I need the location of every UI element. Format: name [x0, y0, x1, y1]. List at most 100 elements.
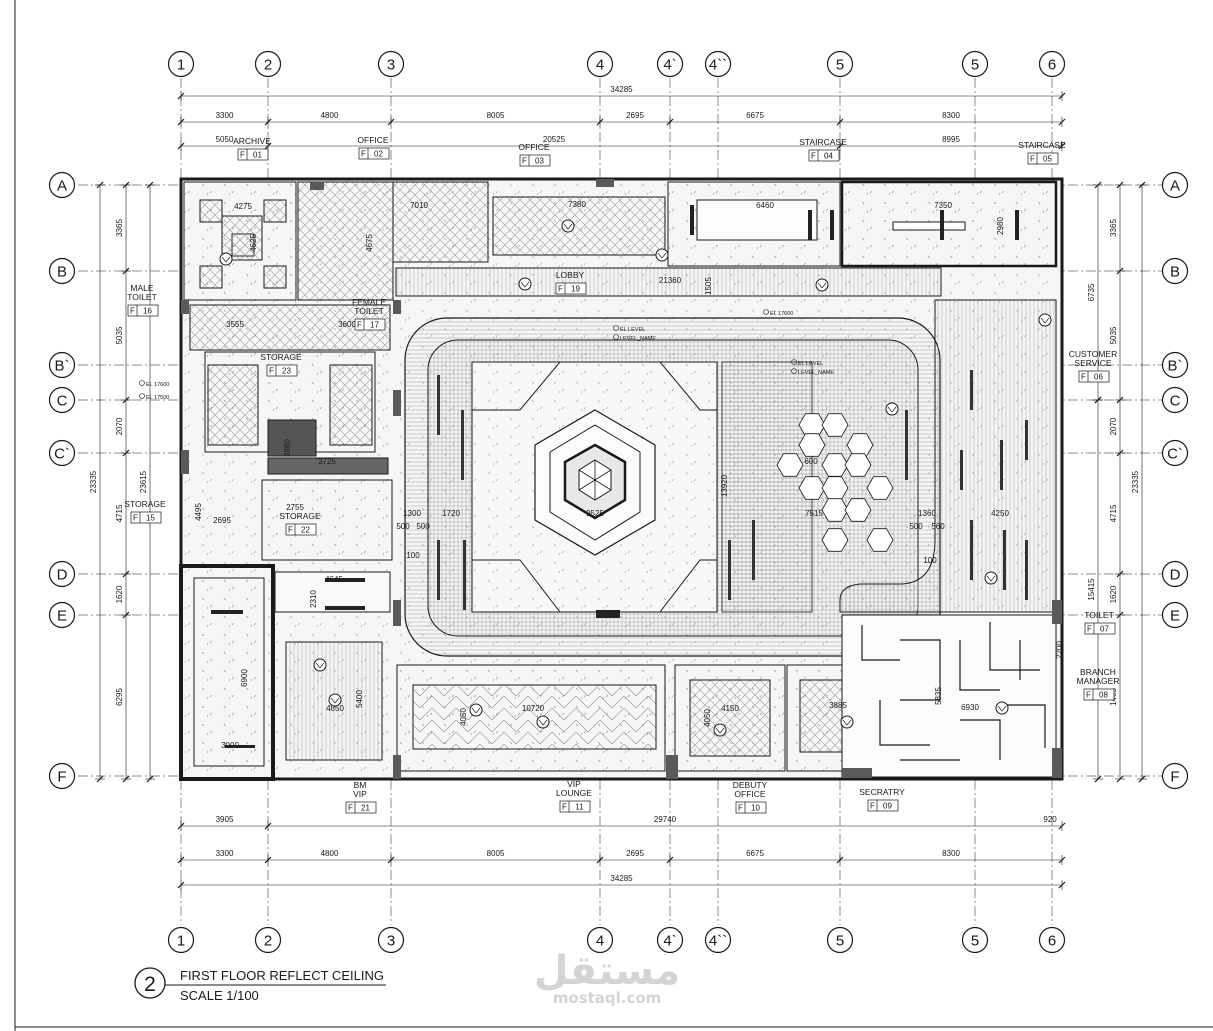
- downlight-icon: [885, 402, 899, 416]
- hexagon-frame-lines: [472, 361, 717, 613]
- room-name: BM: [354, 780, 367, 790]
- room-name: STORAGE: [279, 511, 321, 521]
- column-block: [393, 755, 401, 779]
- partition-wall: [1000, 704, 1046, 748]
- watermark: مستقل mostaql.com: [534, 948, 680, 1007]
- partition-wall: [879, 700, 930, 746]
- dim-bottom-text: 3300: [216, 849, 234, 858]
- room-code: 01: [253, 151, 262, 160]
- dim-interior: 500: [416, 522, 430, 531]
- dim-interior: 13920: [720, 474, 729, 497]
- dim-interior: 2755: [286, 503, 304, 512]
- room-code: 02: [374, 150, 383, 159]
- dim-top-sub-text: 8995: [942, 135, 960, 144]
- room-code: 03: [535, 157, 544, 166]
- grid-label-row: F: [1170, 769, 1179, 786]
- dim-interior: 4850: [326, 704, 344, 713]
- room-prefix: F: [1086, 691, 1091, 700]
- downlight-icon: [313, 658, 327, 672]
- dim-top-text: 2695: [626, 111, 644, 120]
- grid-bubble-row: [48, 257, 76, 285]
- downlight-mark: [471, 707, 481, 714]
- dim-left-total-text: 23335: [89, 470, 98, 493]
- dim-right-text: 1620: [1109, 585, 1118, 603]
- honeycomb-cell: [821, 528, 849, 552]
- dim-interior: 7380: [568, 200, 586, 209]
- grid-bubble-row: [1161, 601, 1189, 629]
- dim-interior: 1360: [918, 509, 936, 518]
- grid-label-col: 4: [596, 57, 604, 74]
- room-prefix: F: [870, 802, 875, 811]
- dim-bottom-text: 6675: [746, 849, 764, 858]
- scale-text: SCALE 1/100: [180, 988, 259, 1003]
- grid-bubble-row: [1161, 171, 1189, 199]
- grid-label-row: B`: [55, 358, 70, 375]
- room-name: TOILET: [354, 306, 384, 316]
- level-text: EL LEVEL: [798, 361, 823, 367]
- room-name: STORAGE: [124, 499, 166, 509]
- room-prefix: F: [811, 152, 816, 161]
- title-block: 2 FIRST FLOOR REFLECT CEILING SCALE 1/10…: [134, 967, 386, 1003]
- dim-interior: 21360: [659, 276, 682, 285]
- honeycomb-cell: [866, 476, 894, 500]
- downlight-mark: [563, 223, 573, 230]
- title-number-circle: [134, 967, 166, 999]
- dim-overall-bottom-text: 34285: [610, 874, 633, 883]
- grid-bubble-row: [48, 439, 76, 467]
- office-02-ceiling-b: [392, 181, 489, 263]
- dim-right-text: 5035: [1109, 326, 1118, 344]
- room-prefix: F: [738, 804, 743, 813]
- room-code: 08: [1099, 691, 1108, 700]
- grid-label-col: 4: [596, 933, 604, 950]
- dim-bottom-sub-end: 920: [1043, 815, 1057, 824]
- storage-23-cell-b: [329, 364, 373, 446]
- stair-left: [179, 564, 275, 781]
- dim-left-inner-text: 23615: [139, 470, 148, 493]
- grid-bubble-col: [167, 926, 195, 954]
- watermark-latin: mostaql.com: [553, 989, 662, 1007]
- honeycomb-cluster: [776, 413, 894, 552]
- room-code-box: [130, 511, 162, 524]
- partition-wall: [900, 639, 941, 701]
- dim-interior: 6460: [756, 201, 774, 210]
- level-text: EL 17500: [146, 395, 169, 401]
- dim-interior: 5835: [934, 687, 943, 705]
- linear-light: [1025, 420, 1028, 460]
- grid-bubble-col: [826, 50, 854, 78]
- room-code-box: [519, 154, 551, 167]
- deputy-office-ceiling: [689, 679, 771, 757]
- level-marker: [791, 359, 797, 365]
- linear-light: [437, 375, 440, 435]
- grid-label-col: 5: [836, 933, 844, 950]
- grid-bubble-col: [586, 50, 614, 78]
- linear-light: [325, 578, 365, 582]
- dim-interior: 100: [406, 551, 420, 560]
- dim-interior: 7350: [934, 201, 952, 210]
- dim-right-total-text: 23335: [1131, 470, 1140, 493]
- dim-interior: 9525: [586, 509, 604, 518]
- dim-left-text: 5035: [115, 326, 124, 344]
- downlight-icon: [469, 703, 483, 717]
- grid-label-row: B: [1170, 264, 1180, 281]
- room-prefix: F: [130, 307, 135, 316]
- dim-left-text: 1620: [115, 585, 124, 603]
- linear-light: [225, 745, 255, 748]
- dim-top-text: 8005: [487, 111, 505, 120]
- storage-dark-block: [267, 419, 317, 457]
- dim-right-text: 4715: [1109, 504, 1118, 522]
- grid-bubble-col: [704, 926, 732, 954]
- grid-label-col: 4`: [663, 933, 676, 950]
- grid-bubble-col: [704, 50, 732, 78]
- dimension-chains: [95, 91, 1147, 890]
- room-code-box: [559, 800, 591, 813]
- downlight-mark: [657, 252, 667, 259]
- dim-interior: 3555: [226, 320, 244, 329]
- honeycomb-cell: [798, 476, 826, 500]
- partition-wall: [861, 625, 900, 661]
- honeycomb-cell: [821, 453, 849, 477]
- room-prefix: F: [1081, 373, 1086, 382]
- linear-light: [325, 606, 365, 610]
- room-prefix: F: [240, 151, 245, 160]
- downlight-icon: [713, 723, 727, 737]
